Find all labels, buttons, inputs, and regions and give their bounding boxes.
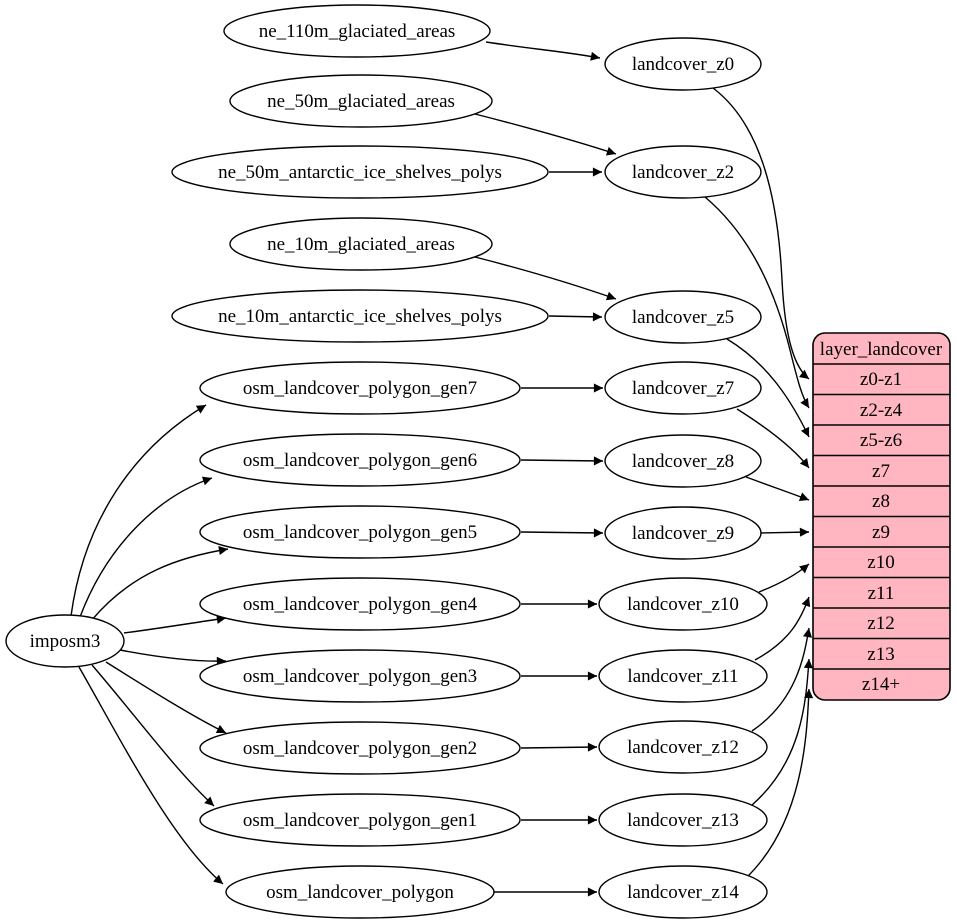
node-label: landcover_z11 [627,666,738,687]
node-label: ne_110m_glaciated_areas [259,21,456,42]
node-ne-10m-glaciated-areas: ne_10m_glaciated_areas [229,217,493,271]
node-ne-110m-glaciated-areas: ne_110m_glaciated_areas [223,4,491,58]
table-row-z13: z13 [867,644,894,665]
node-label: ne_10m_glaciated_areas [267,234,455,255]
node-osm-landcover-polygon-gen5: osm_landcover_polygon_gen5 [199,505,521,559]
node-landcover-z14: landcover_z14 [598,865,768,919]
node-label: ne_50m_glaciated_areas [267,91,455,112]
node-landcover-z10: landcover_z10 [598,577,768,631]
edge-imposm3-to-gen5 [90,546,229,622]
table-row-z8: z8 [872,491,890,512]
node-label: landcover_z14 [627,882,739,903]
edge-z8-to-row-z8 [745,476,810,501]
edge-z7-to-row-z7 [736,408,810,469]
node-landcover-z9: landcover_z9 [604,506,762,560]
node-osm-landcover-polygon-gen3: osm_landcover_polygon_gen3 [199,649,521,703]
node-landcover-z2: landcover_z2 [604,145,762,199]
edge-z10-to-row-z10 [758,563,810,593]
edges-group [70,41,814,897]
node-landcover-z5: landcover_z5 [604,290,762,344]
table-title: layer_landcover [820,339,943,360]
table-row-z2-z4: z2-z4 [860,400,903,421]
edge-imposm3-to-gen2 [105,661,227,734]
node-osm-landcover-polygon-gen4: osm_landcover_polygon_gen4 [199,577,521,631]
node-landcover-z13: landcover_z13 [598,793,768,847]
edge-ne-10m-antarctic-to-z5 [548,312,603,322]
table-row-z9: z9 [872,522,890,543]
table-row-z5-z6: z5-z6 [860,430,902,451]
node-label: ne_10m_antarctic_ice_shelves_polys [218,306,502,327]
node-label: landcover_z13 [627,810,739,831]
node-label: imposm3 [30,631,101,652]
edge-imposm3-to-gen7 [70,404,207,617]
table-row-z7: z7 [872,461,890,482]
node-label: landcover_z5 [632,307,734,328]
node-label: osm_landcover_polygon_gen2 [243,738,477,759]
node-osm-landcover-polygon-gen1: osm_landcover_polygon_gen1 [199,793,521,847]
edge-gen6-to-z8 [520,456,604,466]
edge-ne-110m-to-z0 [485,41,601,61]
node-landcover-z12: landcover_z12 [598,720,768,774]
node-label: landcover_z9 [632,523,734,544]
edge-gen2-to-z12 [520,742,598,752]
edge-gen5-to-z9 [520,528,604,538]
table-row-z14plus: z14+ [862,674,900,695]
node-label: osm_landcover_polygon_gen6 [243,450,477,471]
table-row-z10: z10 [867,552,894,573]
edge-z13-to-row-z13 [751,658,813,806]
node-label: landcover_z12 [627,737,739,758]
table-row-z12: z12 [867,613,894,634]
node-label: osm_landcover_polygon [266,882,454,903]
node-ne-10m-antarctic-ice-shelves-polys: ne_10m_antarctic_ice_shelves_polys [171,289,549,343]
node-osm-landcover-polygon-gen7: osm_landcover_polygon_gen7 [199,361,521,415]
node-landcover-z0: landcover_z0 [604,37,762,91]
node-osm-landcover-polygon: osm_landcover_polygon [225,865,495,919]
node-label: osm_landcover_polygon_gen3 [243,666,477,687]
table-row-z11: z11 [868,583,895,604]
node-osm-landcover-polygon-gen2: osm_landcover_polygon_gen2 [199,721,521,775]
edge-imposm3-to-polygon [78,666,224,885]
node-label: landcover_z2 [632,162,734,183]
node-ne-50m-glaciated-areas: ne_50m_glaciated_areas [229,74,493,128]
node-label: landcover_z0 [632,54,734,75]
node-landcover-z7: landcover_z7 [604,361,762,415]
node-label: landcover_z10 [627,594,739,615]
node-label: landcover_z7 [632,378,734,399]
edge-z14-to-row-z14plus [744,688,814,880]
edge-imposm3-to-gen1 [91,664,215,807]
edge-ne-10m-glaciated-to-z5 [474,256,617,301]
edge-z9-to-row-z9 [760,527,810,537]
node-imposm3: imposm3 [5,614,125,668]
edge-z11-to-row-z11 [754,596,811,661]
node-label: landcover_z8 [632,451,734,472]
node-label: ne_50m_antarctic_ice_shelves_polys [218,162,502,183]
edge-imposm3-to-gen4 [123,614,227,634]
node-label: osm_landcover_polygon_gen5 [243,522,477,543]
edge-ne-50m-glaciated-to-z2 [474,113,617,156]
edge-z12-to-row-z12 [751,627,812,732]
node-osm-landcover-polygon-gen6: osm_landcover_polygon_gen6 [199,433,521,487]
node-landcover-z11: landcover_z11 [598,649,768,703]
node-ne-50m-antarctic-ice-shelves-polys: ne_50m_antarctic_ice_shelves_polys [171,145,549,199]
table-layer-landcover: layer_landcover z0-z1 z2-z4 z5-z6 z7 z8 … [812,332,951,701]
edge-imposm3-to-gen3 [119,649,227,666]
node-label: osm_landcover_polygon_gen4 [243,594,478,615]
node-label: osm_landcover_polygon_gen1 [243,810,477,831]
table-row-z0-z1: z0-z1 [860,369,902,390]
edge-z0-to-row-z0-z1 [712,87,810,380]
edge-z5-to-row-z5-z6 [726,338,810,438]
edge-imposm3-to-gen6 [79,476,213,618]
node-landcover-z8: landcover_z8 [604,434,762,488]
edge-z2-to-row-z2-z4 [704,196,810,409]
node-label: osm_landcover_polygon_gen7 [243,378,477,399]
